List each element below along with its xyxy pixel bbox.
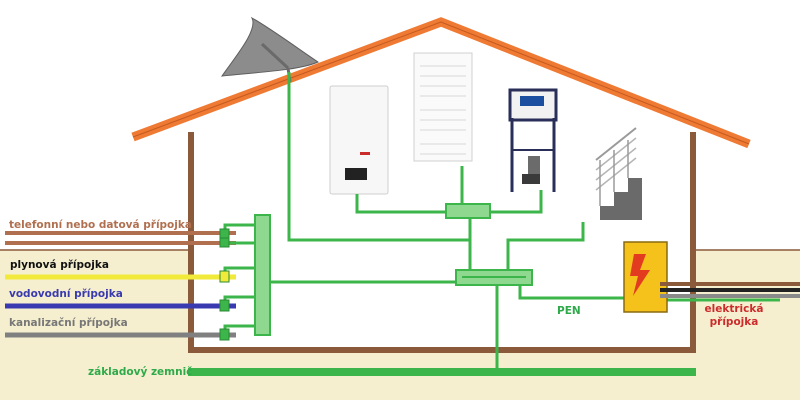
electric-service-label-line2: přípojka: [709, 316, 759, 328]
staircase-railing-icon: [580, 127, 642, 220]
electric-service-label-line1: elektrická: [704, 303, 764, 315]
telecom-label: telefonní nebo datová přípojka: [9, 219, 192, 231]
telecom-lines: [5, 231, 236, 245]
electric-service-label: elektrická přípojka: [700, 303, 768, 329]
toilet-installation-frame-icon: [508, 88, 558, 192]
right-wall: [690, 132, 696, 353]
bonding-bar-upper: [445, 203, 491, 219]
water-label: vodovodní přípojka: [9, 288, 123, 300]
electric-service-cable: [660, 282, 800, 298]
connection-clamps: [219, 228, 230, 341]
ground-electrode-label: základový zemnič: [88, 366, 193, 378]
towel-radiator-icon: [413, 52, 473, 162]
floor-slab: [188, 347, 696, 353]
main-bonding-bar-left: [254, 214, 271, 336]
sewer-label: kanalizační přípojka: [9, 317, 128, 329]
electric-meter-box: [623, 241, 668, 313]
house-interior: [190, 34, 696, 352]
pen-label: PEN: [557, 305, 581, 317]
lightning-bolt-icon: [630, 254, 650, 296]
gas-boiler-icon: [329, 85, 389, 195]
roof-edge: [132, 21, 750, 145]
gas-label: plynová přípojka: [10, 259, 109, 271]
foundation-earth-electrode: [188, 368, 696, 376]
